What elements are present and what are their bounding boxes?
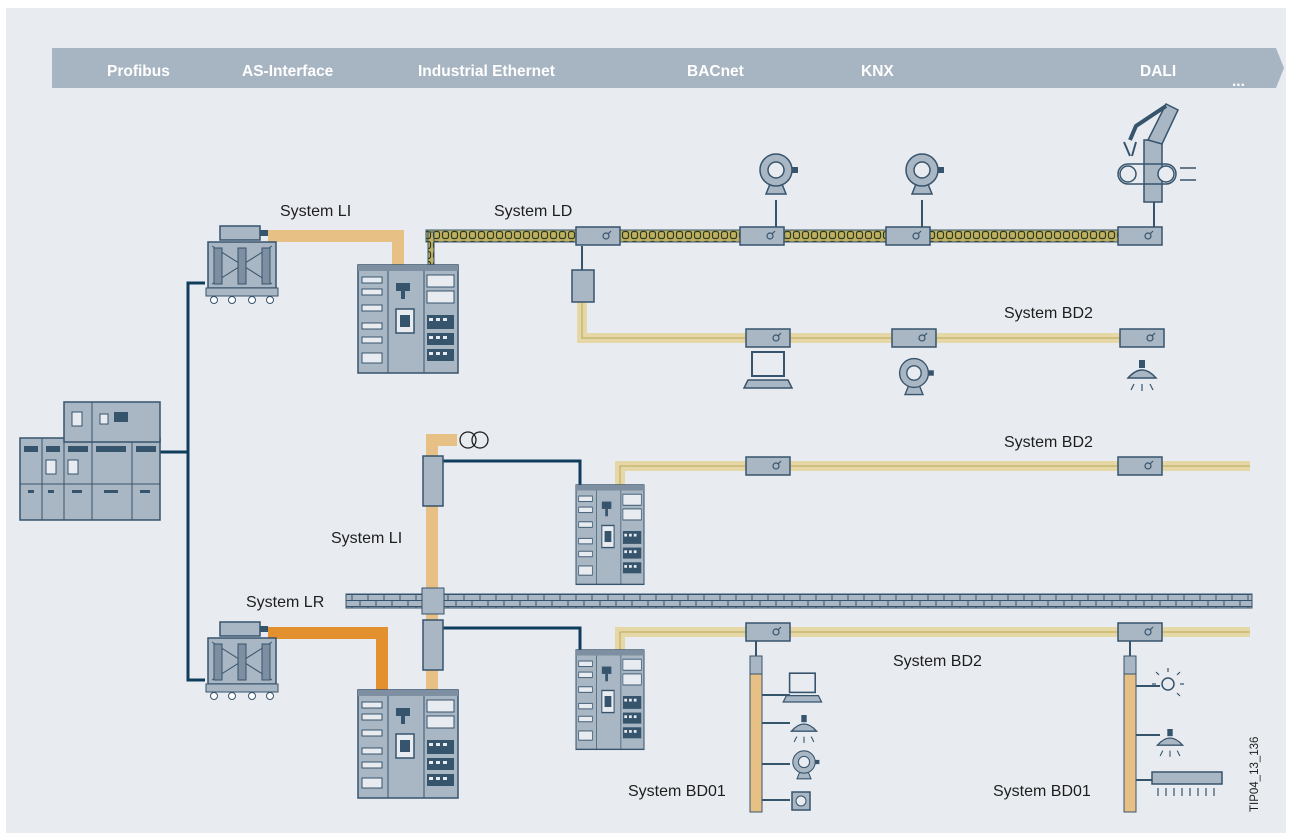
motor-icon <box>898 357 935 396</box>
tap-off-unit-icon <box>745 328 791 348</box>
switchboard-icon <box>357 689 459 799</box>
switchboard-icon <box>19 401 161 521</box>
motor-icon <box>792 750 820 780</box>
busway-li-top <box>268 230 404 265</box>
tap-off-unit-icon <box>1117 622 1163 642</box>
fire-wall <box>345 593 1253 609</box>
tap-off-unit-icon <box>891 328 937 348</box>
transformer-symbol-icon <box>459 431 477 449</box>
busway-lr <box>268 627 388 690</box>
busway-ld <box>425 229 1161 243</box>
tap-off-unit-icon <box>422 619 444 671</box>
label-system-bd01-left: System BD01 <box>628 783 726 800</box>
diagram-panel <box>6 8 1286 833</box>
switchboard-icon <box>575 649 645 751</box>
motor-icon <box>759 153 799 195</box>
tap-off-unit-icon <box>745 622 791 642</box>
transformer-icon <box>205 621 279 701</box>
tap-off-unit-icon <box>1119 328 1165 348</box>
protocol-more: ... <box>1232 73 1245 90</box>
label-system-li-vertical: System LI <box>331 530 402 547</box>
protocol-dali: DALI <box>1140 63 1176 80</box>
computer-icon <box>743 351 793 389</box>
label-system-bd2-top: System BD2 <box>1004 305 1093 322</box>
label-system-bd2-bottom: System BD2 <box>893 653 982 670</box>
label-system-bd2-middle: System BD2 <box>1004 434 1093 451</box>
label-system-ld: System LD <box>494 203 572 220</box>
computer-icon <box>782 672 823 703</box>
feed-unit <box>571 269 595 303</box>
ceiling-lamp-icon <box>1156 728 1184 758</box>
fluorescent-lamp-icon <box>1151 771 1223 796</box>
bd01-right-loads <box>1136 668 1223 796</box>
socket-icon <box>791 791 811 811</box>
tap-off-unit-icon <box>745 456 791 476</box>
motor-icon <box>905 153 945 195</box>
bd01-left-loads <box>762 672 823 811</box>
protocol-as-interface: AS-Interface <box>242 63 334 80</box>
protocol-industrial-ethernet: Industrial Ethernet <box>418 63 555 80</box>
tap-off-unit-icon <box>885 226 931 246</box>
tap-off-unit-icon <box>422 455 444 507</box>
protocol-bacnet: BACnet <box>687 63 744 80</box>
ceiling-lamp-icon <box>1127 359 1157 392</box>
label-system-lr: System LR <box>246 594 324 611</box>
label-system-li-top: System LI <box>280 203 351 220</box>
transformer-icon <box>205 225 279 305</box>
tap-off-unit-icon <box>1117 226 1163 246</box>
figure-code: TIP04_13_136 <box>1249 737 1261 812</box>
tap-off-unit-icon <box>1117 456 1163 476</box>
switchboard-icon <box>357 264 459 374</box>
ceiling-lamp-icon <box>790 714 818 744</box>
protocol-knx: KNX <box>861 63 894 80</box>
label-system-bd01-right: System BD01 <box>993 783 1091 800</box>
busway-bd01-right <box>1123 671 1137 813</box>
bulb-icon <box>1152 668 1184 697</box>
switchboard-icon <box>575 484 645 586</box>
bus-systems-band: Profibus AS-Interface Industrial Etherne… <box>52 48 1284 90</box>
busway-bd01-left <box>749 671 763 813</box>
feeder-cables <box>160 281 582 682</box>
tap-off-unit-icon <box>575 226 621 246</box>
protocol-profibus: Profibus <box>107 63 170 80</box>
robot-arm-icon <box>1117 102 1196 227</box>
tap-off-unit-icon <box>739 226 785 246</box>
